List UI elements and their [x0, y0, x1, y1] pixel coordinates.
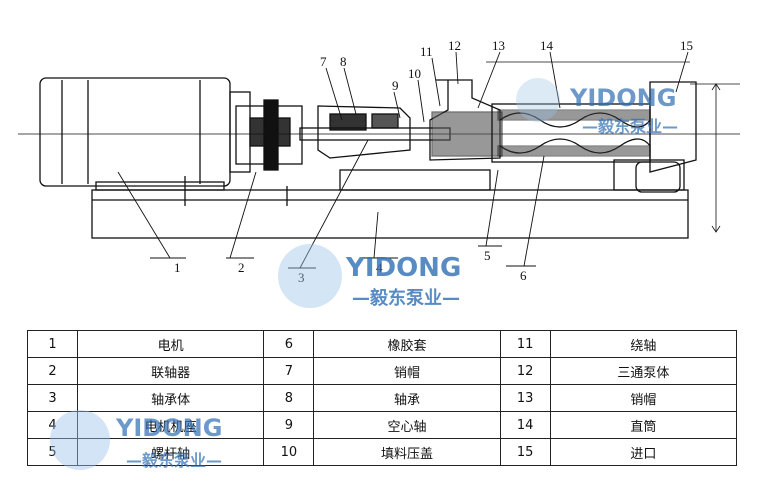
callout-6: 6 — [520, 268, 527, 283]
callout-12: 12 — [448, 38, 461, 53]
callout-8: 8 — [340, 54, 347, 69]
base-frame — [91, 189, 689, 239]
callout-7: 7 — [320, 54, 327, 69]
part-number-cell: 9 — [263, 411, 315, 439]
part-name-cell: 联轴器 — [77, 357, 265, 385]
motor-body — [39, 77, 231, 187]
callout-1: 1 — [174, 260, 181, 275]
part-number-cell: 14 — [499, 411, 551, 439]
part-number-cell: 12 — [499, 357, 551, 385]
callout-5: 5 — [484, 248, 491, 263]
tee-pump-body — [429, 79, 501, 161]
watermark-bottom-left: YIDONG —毅东泵业— — [50, 410, 222, 470]
part-number-cell: 13 — [499, 384, 551, 412]
svg-text:—毅东泵业—: —毅东泵业— — [352, 287, 460, 309]
part-name-cell: 直筒 — [549, 411, 738, 439]
svg-text:YIDONG: YIDONG — [345, 253, 461, 283]
part-name-cell: 轴承 — [313, 384, 501, 412]
part-name-cell: 销帽 — [549, 384, 738, 412]
callout-4: 4 — [376, 260, 383, 275]
callout-11: 11 — [420, 44, 433, 59]
callout-9: 9 — [392, 78, 399, 93]
part-name-cell: 三通泵体 — [549, 357, 738, 385]
part-name-cell: 橡胶套 — [313, 330, 501, 358]
callout-2: 2 — [238, 260, 245, 275]
svg-text:—毅东泵业—: —毅东泵业— — [126, 451, 222, 470]
part-number-cell: 7 — [263, 357, 315, 385]
part-name-cell: 绕轴 — [549, 330, 738, 358]
part-name-cell: 空心轴 — [313, 411, 501, 439]
svg-text:YIDONG: YIDONG — [569, 84, 676, 112]
watermark-center: YIDONG —毅东泵业— — [278, 244, 461, 309]
watermark-top-right: YIDONG —毅东泵业— — [516, 78, 678, 136]
part-number-cell: 2 — [26, 357, 79, 385]
part-number-cell: 6 — [263, 330, 315, 358]
part-name-cell: 电机机座 — [77, 411, 265, 439]
callout-3: 3 — [298, 270, 305, 285]
svg-text:—毅东泵业—: —毅东泵业— — [582, 117, 678, 136]
part-number-cell: 8 — [263, 384, 315, 412]
svg-text:YIDONG: YIDONG — [115, 414, 222, 442]
part-name-cell: 销帽 — [313, 357, 501, 385]
part-name-cell: 填料压盖 — [313, 438, 501, 466]
callout-10: 10 — [408, 66, 421, 81]
part-number-cell: 15 — [499, 438, 551, 466]
callout-15: 15 — [680, 38, 693, 53]
callout-13: 13 — [492, 38, 505, 53]
callout-14: 14 — [540, 38, 554, 53]
pump-assembly-diagram: 1 2 3 4 5 6 7 8 9 10 11 12 13 14 15 YIDO… — [18, 38, 740, 309]
part-name-cell: 进口 — [549, 438, 738, 466]
part-number-cell: 10 — [263, 438, 315, 466]
part-name-cell: 电机 — [77, 330, 265, 358]
inlet-housing — [649, 81, 697, 173]
bearing-housing — [317, 105, 411, 159]
part-number-cell: 4 — [26, 411, 79, 439]
part-name-cell: 螺杆轴 — [77, 438, 265, 466]
part-number-cell: 1 — [26, 330, 79, 358]
part-number-cell: 11 — [499, 330, 551, 358]
